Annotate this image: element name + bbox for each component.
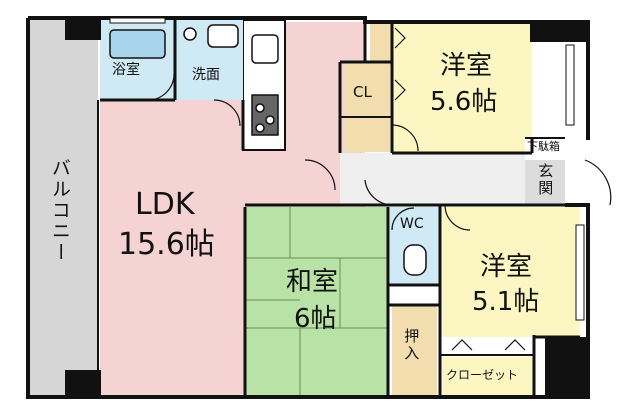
balcony-label: バルコニー xyxy=(48,158,71,263)
western2-size: 5.1帖 xyxy=(472,287,540,317)
oshiire-label: 押入 xyxy=(402,328,421,362)
shoe-box-label: 下駄箱 xyxy=(527,140,560,153)
storage-strip-area xyxy=(370,20,392,65)
cl-area xyxy=(345,62,390,117)
closet-area xyxy=(442,357,534,397)
oshiire-area xyxy=(392,305,437,397)
japanese-size: 6帖 xyxy=(294,304,337,334)
bathtub-icon xyxy=(109,29,166,59)
washing-machine-icon xyxy=(183,27,197,41)
japanese-area xyxy=(245,207,388,397)
western2-area xyxy=(442,207,580,337)
shoe-box-area xyxy=(525,138,565,160)
windows xyxy=(109,17,585,321)
cl-label: CL xyxy=(353,83,372,101)
wc-label: WC xyxy=(400,216,424,232)
bath-label: 浴室 xyxy=(112,62,140,78)
western1-name: 洋室 xyxy=(440,51,493,81)
washbasin-icon xyxy=(207,24,239,48)
tatami-lines xyxy=(245,207,388,397)
fixtures xyxy=(109,24,427,276)
toilet-icon xyxy=(403,244,427,276)
washroom-label: 洗面 xyxy=(192,67,220,83)
structural-columns xyxy=(65,18,588,398)
entrance-area xyxy=(525,160,565,205)
balcony-area xyxy=(28,18,98,398)
western1-area xyxy=(392,20,532,153)
western1-size: 5.6帖 xyxy=(430,87,498,117)
japanese-name: 和室 xyxy=(286,267,339,297)
ldk-area xyxy=(100,100,245,396)
hall-area xyxy=(340,153,525,205)
closet-label: クローゼット xyxy=(446,368,519,382)
entrance-label: 玄関 xyxy=(536,163,555,197)
storage-small-area xyxy=(345,117,390,152)
door-swings xyxy=(147,27,612,351)
sink-icon xyxy=(251,34,279,64)
ldk-name: LDK xyxy=(135,187,195,222)
western2-name: 洋室 xyxy=(480,252,533,282)
ldk-size: 15.6帖 xyxy=(118,227,215,262)
